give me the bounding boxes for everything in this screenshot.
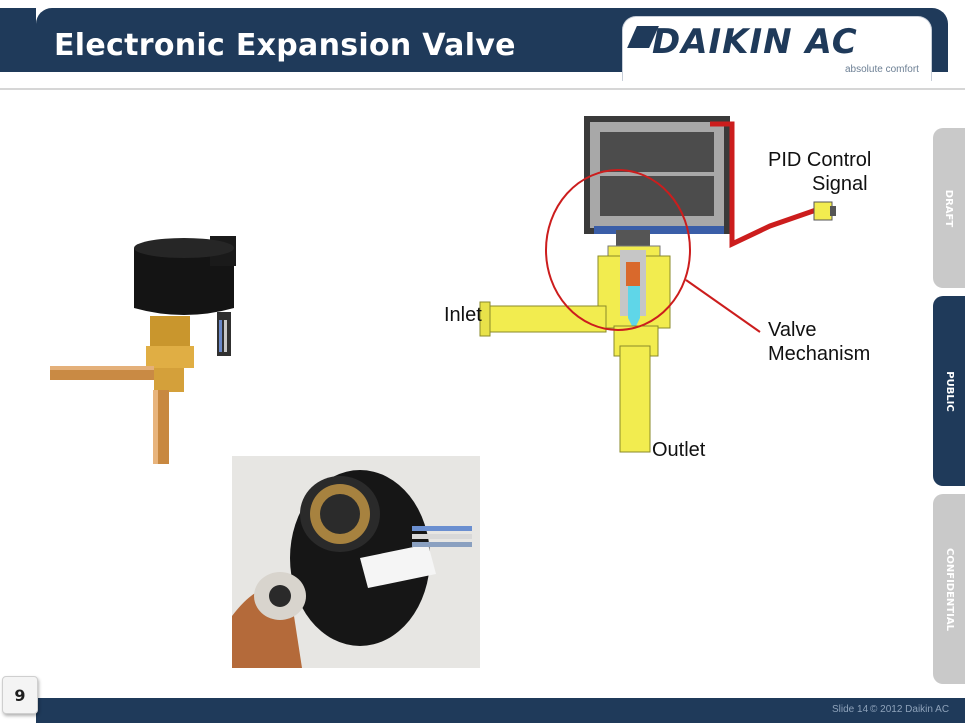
tab-draft-label: DRAFT	[943, 189, 955, 227]
label-outlet: Outlet	[652, 439, 706, 461]
logo-panel	[622, 16, 932, 81]
footer-slide-label: Slide 14	[832, 704, 869, 715]
tab-draft[interactable]: DRAFT	[933, 128, 965, 288]
label-pid-line1: PID Control	[768, 149, 872, 171]
logo-tagline: absolute comfort	[845, 64, 919, 75]
footer-copyright: © 2012 Daikin AC	[870, 704, 950, 715]
tab-confidential-label: CONFIDENTIAL	[943, 547, 955, 631]
footer-bar	[36, 698, 965, 723]
slide-title: Electronic Expansion Valve	[54, 28, 516, 63]
title-bar-left	[0, 8, 36, 72]
label-pid-line2: Signal	[812, 173, 868, 195]
eev-valve-photo	[50, 236, 236, 464]
tab-public-label: PUBLIC	[943, 370, 955, 412]
valve-closeup-photo	[232, 456, 480, 668]
label-inlet: Inlet	[444, 304, 482, 326]
valve-cutaway-diagram	[479, 116, 836, 453]
label-valve-line2: Mechanism	[768, 343, 871, 365]
header-divider	[0, 88, 965, 90]
tab-confidential[interactable]: CONFIDENTIAL	[933, 494, 965, 684]
slide-number: 9	[2, 676, 38, 714]
tab-public[interactable]: PUBLIC	[933, 296, 965, 486]
label-valve-line1: Valve	[768, 319, 817, 341]
logo-brand: DAIKIN AC	[652, 22, 858, 62]
